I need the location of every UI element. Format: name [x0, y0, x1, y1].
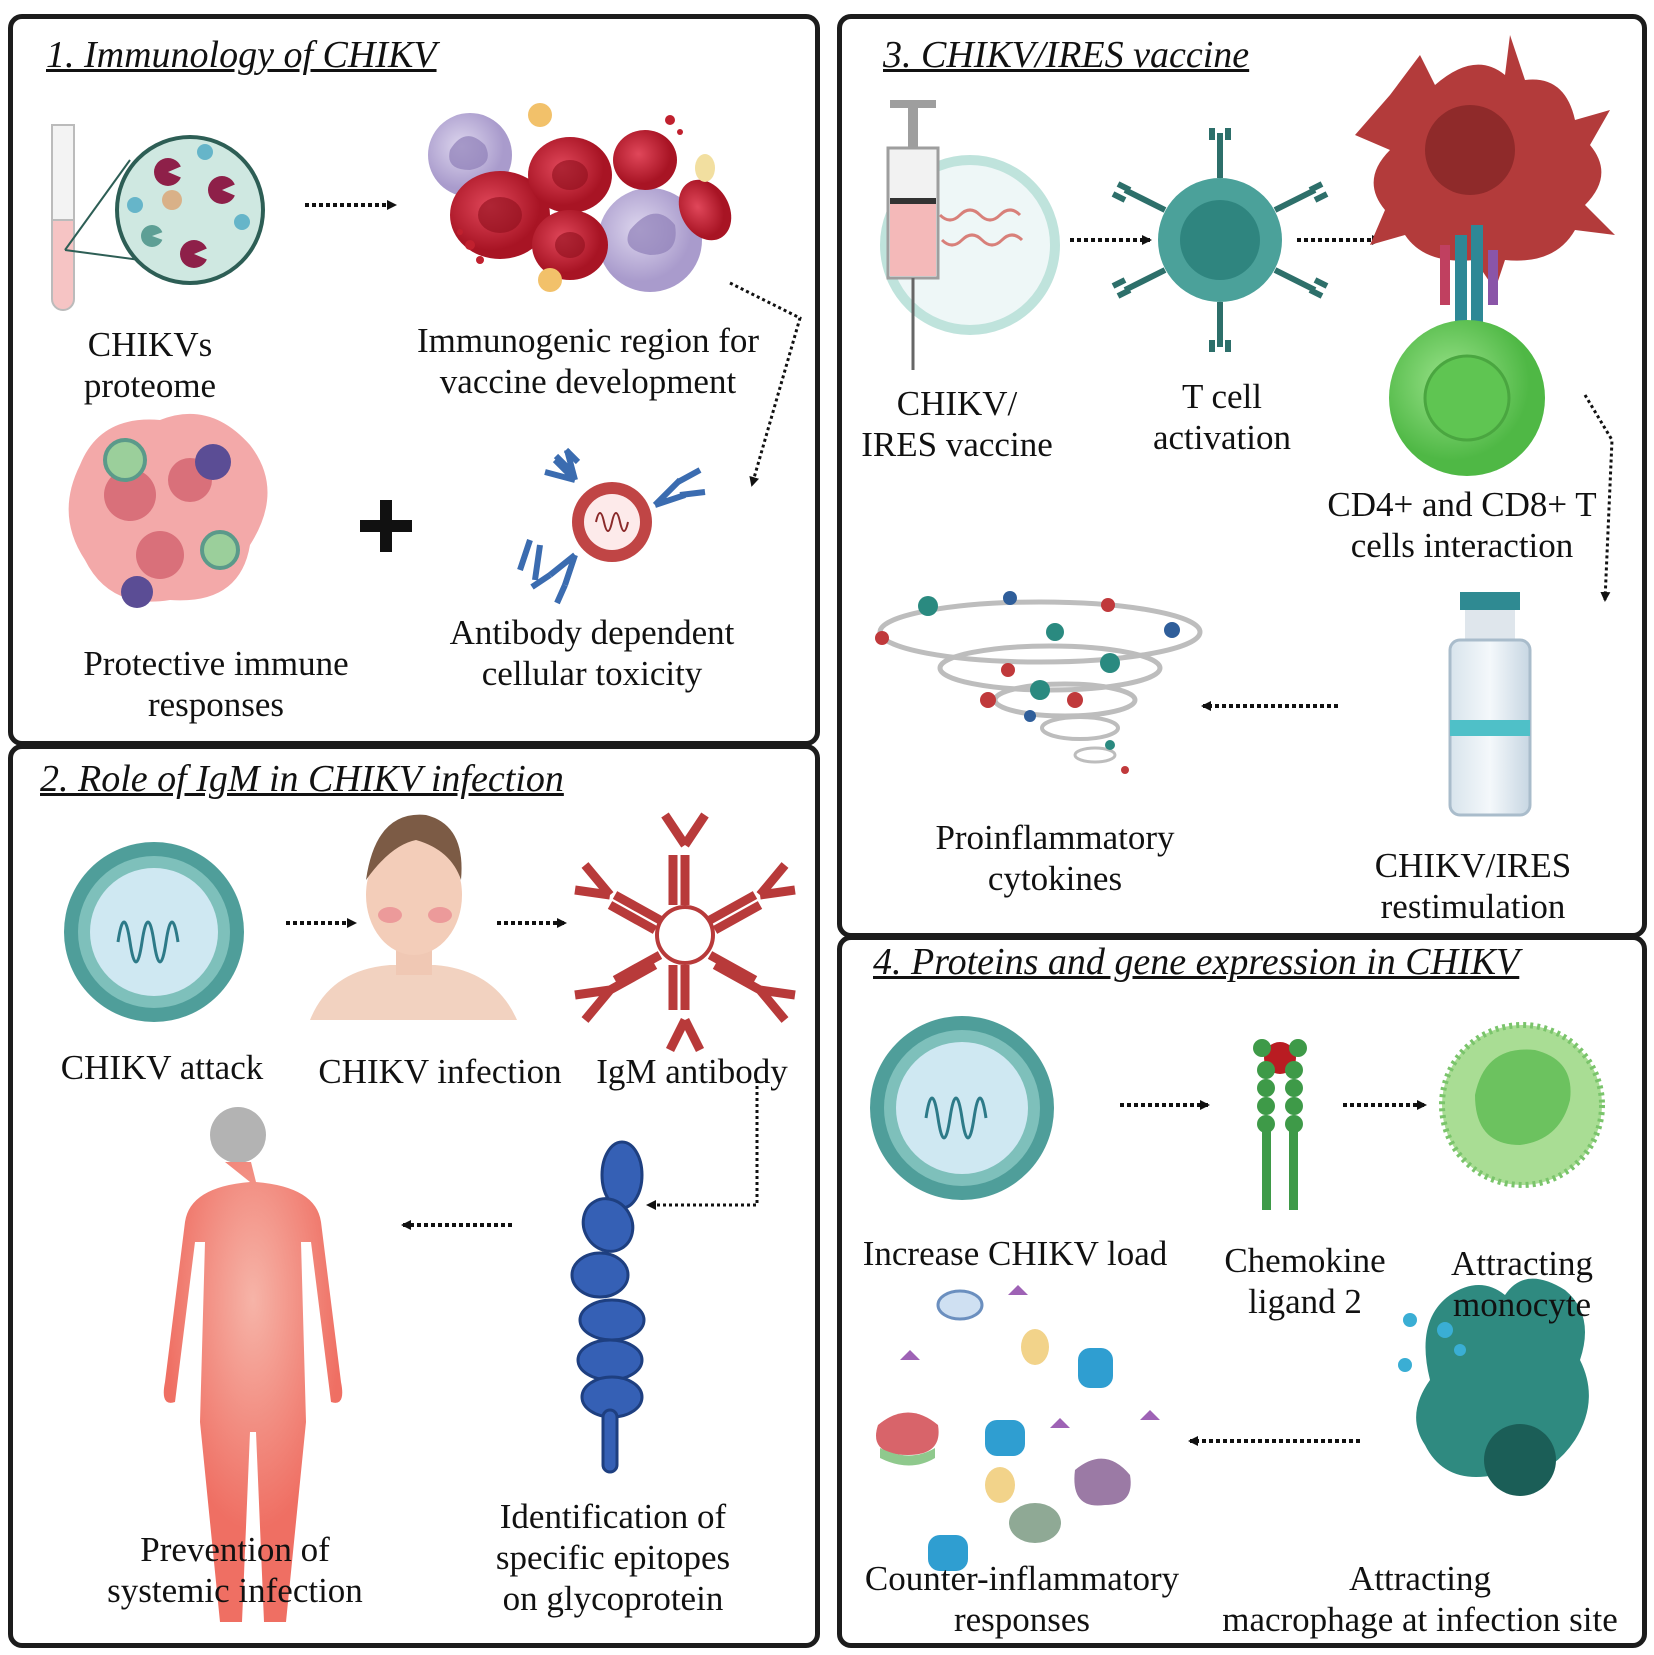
panel-4-title: 4. Proteins and gene expression in CHIKV: [873, 941, 1520, 983]
label-virus-load: Increase CHIKV load: [862, 1234, 1168, 1273]
label-chikv-attack: CHIKV attack: [60, 1048, 264, 1087]
label-chikv-infection: CHIKV infection: [318, 1052, 562, 1091]
panel-2-title: 2. Role of IgM in CHIKV infection: [40, 758, 564, 800]
panel-ires-vaccine: [837, 14, 1647, 938]
panel-3-title: 3. CHIKV/IRES vaccine: [883, 34, 1250, 76]
panel-1-title: 1. Immunology of CHIKV: [46, 34, 437, 76]
label-igm-antibody: IgM antibody: [596, 1052, 788, 1091]
label-ires-vaccine: CHIKV/IRES vaccine: [861, 384, 1053, 464]
